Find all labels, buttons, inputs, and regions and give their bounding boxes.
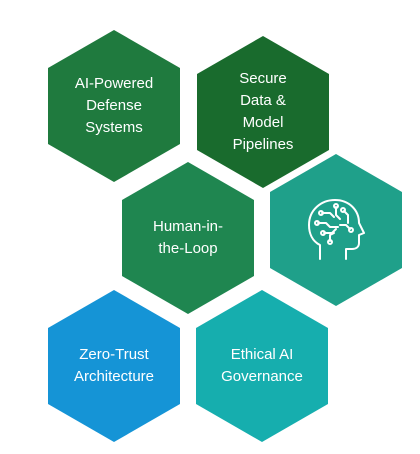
hexagon-ethical-ai-governance: Ethical AI Governance	[196, 290, 328, 442]
hexagon-ai-head-icon	[270, 154, 402, 306]
ai-head-circuit-icon	[308, 199, 365, 260]
hexagon-label: AI-Powered Defense Systems	[74, 75, 154, 136]
hexagon-label: Secure Data & Model Pipelines	[232, 70, 294, 153]
hexagon-label: Zero-Trust Architecture	[73, 346, 155, 385]
hexagon-human-in-the-loop: Human-in- the-Loop	[122, 162, 254, 314]
hexagon-ai-powered-defense: AI-Powered Defense Systems	[48, 30, 180, 182]
hexagon-zero-trust-architecture: Zero-Trust Architecture	[48, 290, 180, 442]
hexagon-secure-data-pipelines: Secure Data & Model Pipelines	[197, 36, 329, 188]
hexagon-label: Human-in- the-Loop	[152, 218, 224, 257]
hexagon-label: Ethical AI Governance	[221, 346, 303, 385]
